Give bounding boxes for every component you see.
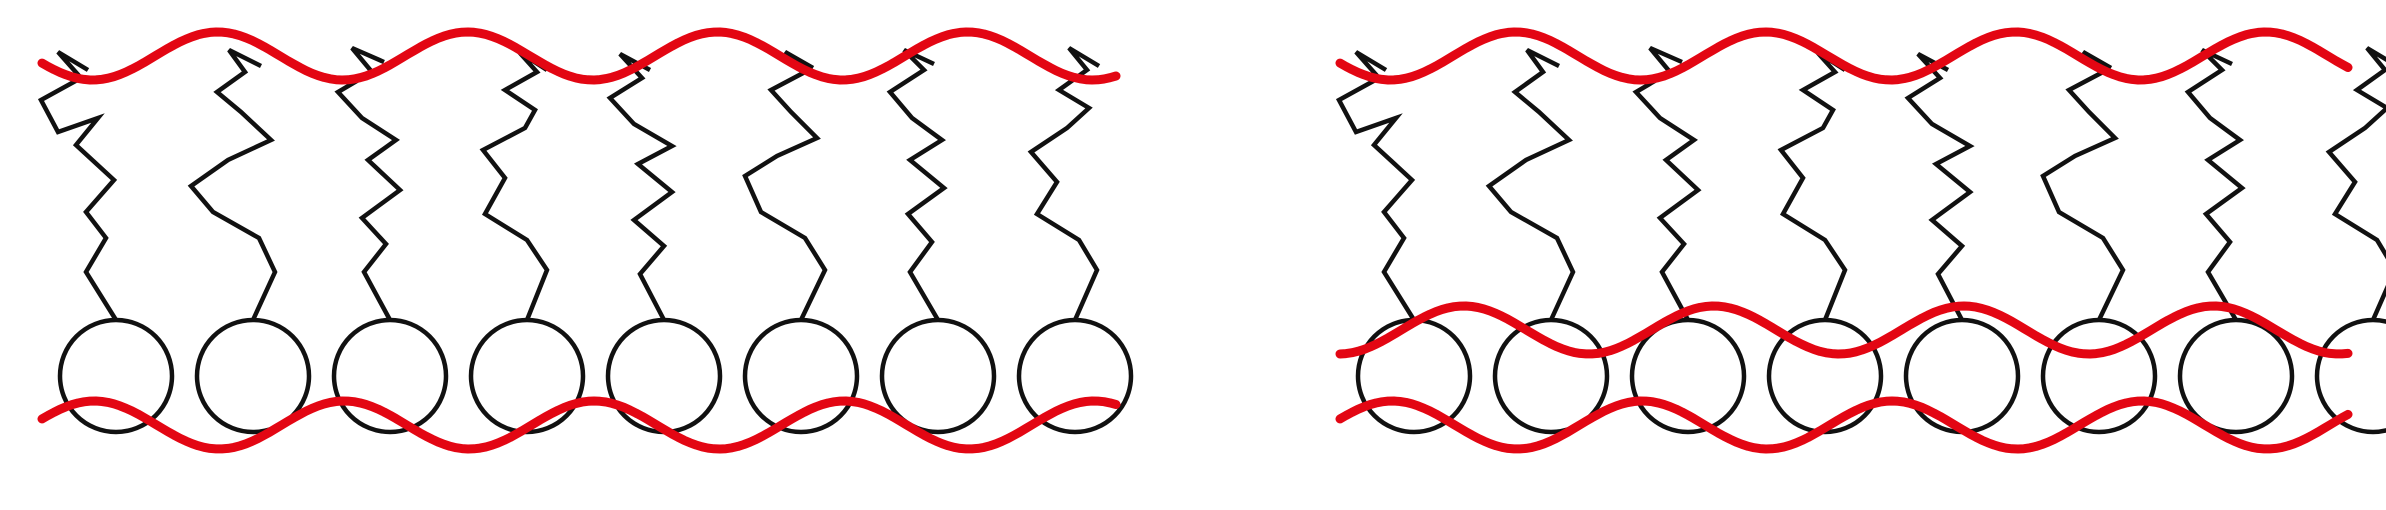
polar-head-circle (2040, 317, 2158, 435)
panel-left (37, 27, 1134, 454)
hydrocarbon-tail (2184, 47, 2246, 322)
wave-line-bottom (1335, 396, 2353, 454)
wave-line-bottom (37, 396, 1121, 454)
hydrocarbon-tail (2325, 46, 2386, 321)
hydrocarbon-tail (2040, 50, 2126, 321)
wave-line-middle (1335, 301, 2353, 359)
lipid-molecule (1485, 47, 1610, 435)
polar-head-circle (1355, 317, 1473, 435)
hydrocarbon-tail (334, 45, 404, 322)
lipid-molecule (1766, 50, 1884, 435)
lipid-molecule (1629, 45, 1747, 435)
hydrocarbon-tail (37, 50, 118, 322)
hydrocarbon-tail (1904, 52, 1975, 322)
lipid-molecule (879, 47, 997, 435)
lipid-molecule (187, 47, 312, 435)
lipid-molecule (1903, 52, 2021, 435)
lipid-molecule (1335, 50, 1473, 435)
hydrocarbon-tail (1335, 50, 1416, 322)
hydrocarbon-tail (479, 50, 550, 321)
polar-head-circle (879, 317, 997, 435)
wave-line-top (1335, 27, 2353, 85)
lipid-molecule (1016, 46, 1134, 435)
polar-head-circle (1629, 317, 1747, 435)
polar-head-circle (2177, 317, 2295, 435)
polar-head-circle (194, 317, 312, 435)
lipid-molecule (331, 45, 449, 435)
polar-head-circle (1016, 317, 1134, 435)
hydrocarbon-tail (1027, 46, 1101, 321)
lipid-molecule (2177, 47, 2295, 435)
polar-head-circle (331, 317, 449, 435)
wave-line-top (37, 27, 1121, 85)
polar-head-circle (1903, 317, 2021, 435)
lipid-molecule (468, 50, 586, 435)
hydrocarbon-tail (1632, 45, 1702, 322)
hydrocarbon-tail (742, 50, 828, 321)
hydrocarbon-tail (187, 47, 278, 321)
polar-head-circle (57, 317, 175, 435)
hydrocarbon-tail (1777, 50, 1848, 321)
lipid-molecule (605, 52, 723, 435)
lipid-molecule (742, 50, 860, 435)
polar-head-circle (468, 317, 586, 435)
polar-head-circle (1492, 317, 1610, 435)
polar-head-circle (2314, 317, 2386, 435)
lipid-molecule (37, 50, 175, 435)
hydrocarbon-tail (1485, 47, 1576, 321)
hydrocarbon-tail (886, 47, 948, 322)
polar-head-circle (742, 317, 860, 435)
hydrocarbon-tail (606, 52, 677, 322)
lipid-molecule (2040, 50, 2158, 435)
panel-right (1335, 27, 2386, 454)
polar-head-circle (605, 317, 723, 435)
lipid-molecule (2314, 46, 2386, 435)
